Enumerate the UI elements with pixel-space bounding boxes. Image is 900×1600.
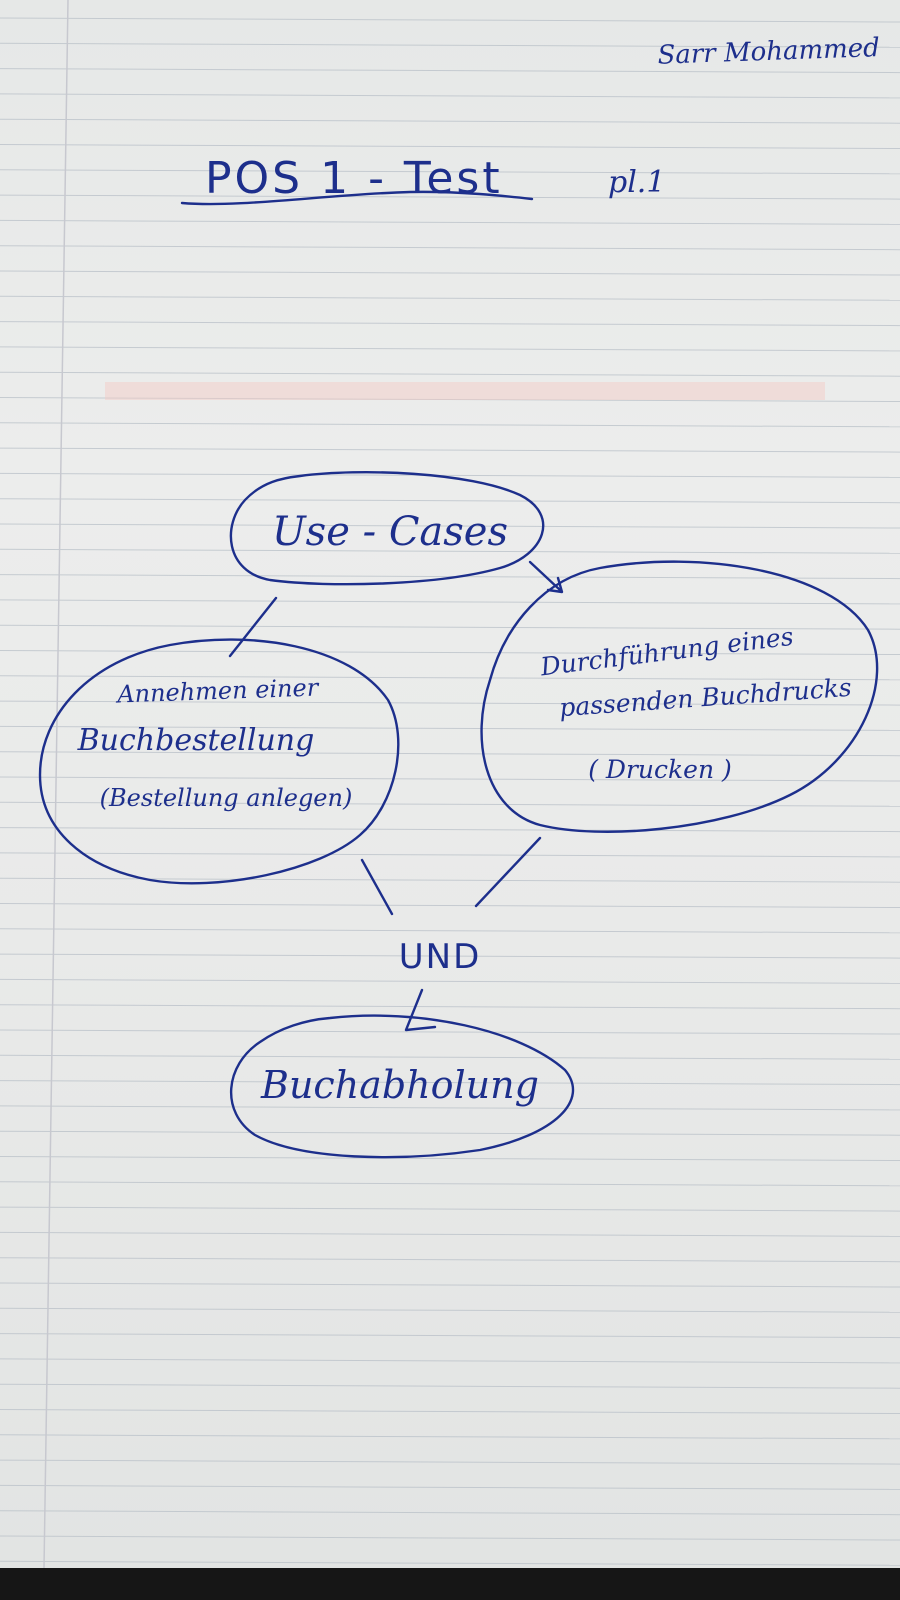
ruled-line: [0, 321, 900, 327]
ruled-line: [0, 397, 900, 402]
right-case-line-3: ( Drucken ): [588, 755, 732, 784]
ruled-line: [0, 1333, 900, 1339]
ruled-line: [0, 42, 900, 48]
ruled-line: [0, 1105, 900, 1111]
ruled-line: [0, 1231, 900, 1237]
ruled-lines: [0, 17, 900, 1566]
ruled-line: [0, 827, 900, 833]
ruled-line: [0, 599, 900, 605]
ruled-line: [0, 1459, 900, 1465]
ruled-line: [0, 498, 900, 504]
ruled-line: [0, 1560, 900, 1566]
ruled-line: [0, 1206, 900, 1212]
ruled-line: [0, 1257, 900, 1263]
ruled-line: [0, 928, 900, 934]
und-connector: UND: [399, 937, 482, 977]
ruled-line: [0, 447, 900, 453]
ruled-line: [0, 852, 900, 858]
link-und-result: [404, 988, 437, 1032]
ruled-line: [0, 624, 900, 630]
ruled-line: [0, 194, 900, 200]
left-case-line-3: (Bestellung anlegen): [100, 784, 353, 812]
ruled-line: [0, 801, 900, 807]
ruled-line: [0, 1029, 900, 1035]
ruled-line: [0, 1307, 900, 1313]
ruled-line: [0, 346, 900, 352]
ruled-line: [0, 725, 900, 731]
ruled-line: [0, 776, 900, 782]
bottom-shadow: [0, 1568, 900, 1600]
ruled-line: [0, 1510, 900, 1516]
right-case-bubble: [480, 560, 879, 833]
ruled-line: [0, 953, 900, 959]
result-bubble: [230, 1014, 575, 1159]
author-signature: Sarr Mohammed: [657, 33, 880, 71]
ruled-line: [0, 1156, 900, 1161]
ruled-line: [0, 1282, 900, 1288]
left-case-line-1: Annehmen einer: [115, 673, 320, 708]
ruled-line: [0, 270, 900, 276]
ruled-line: [0, 650, 900, 655]
ruled-line: [0, 219, 900, 225]
highlight-band: [105, 382, 825, 400]
ruled-line: [0, 1434, 900, 1440]
ruled-line: [0, 118, 900, 124]
ruled-line: [0, 295, 900, 301]
ruled-line: [0, 422, 900, 428]
ruled-line: [0, 574, 900, 580]
ruled-line: [0, 903, 900, 908]
result-label: Buchabholung: [260, 1063, 539, 1107]
link-root-left: [228, 596, 278, 658]
use-cases-label: Use - Cases: [272, 509, 508, 555]
use-cases-bubble: [229, 471, 545, 586]
ruled-line: [0, 877, 900, 883]
ruled-line: [0, 169, 900, 175]
ruled-line: [0, 1535, 900, 1541]
ruled-line: [0, 371, 900, 377]
margin-line: [43, 0, 69, 1568]
ruled-line: [0, 523, 900, 529]
ruled-line: [0, 1383, 900, 1389]
ruled-line: [0, 1409, 900, 1414]
ruled-line: [0, 17, 900, 23]
ruled-line: [0, 1484, 900, 1490]
title-underline: [180, 190, 534, 206]
ruled-line: [0, 245, 900, 251]
link-left-und: [360, 858, 394, 916]
ruled-line: [0, 1004, 900, 1010]
ruled-line: [0, 1080, 900, 1086]
ruled-line: [0, 68, 900, 74]
ruled-line: [0, 1130, 900, 1136]
right-case-line-1: Durchführung eines: [538, 622, 795, 682]
right-case-line-2: passenden Buchdrucks: [558, 673, 852, 722]
ruled-line: [0, 700, 900, 706]
ruled-line: [0, 472, 900, 478]
link-right-und: [474, 836, 542, 908]
page-title: POS 1 - Test: [205, 153, 503, 204]
ruled-line: [0, 144, 900, 149]
ruled-line: [0, 548, 900, 554]
ruled-line: [0, 675, 900, 681]
ruled-line: [0, 1181, 900, 1187]
ruled-line: [0, 93, 900, 99]
left-case-bubble: [38, 638, 400, 885]
ruled-line: [0, 751, 900, 757]
ruled-line: [0, 1358, 900, 1364]
ruled-line: [0, 1054, 900, 1060]
ruled-line: [0, 978, 900, 984]
left-case-line-2: Buchbestellung: [77, 723, 315, 758]
page-label: pl.1: [608, 165, 665, 200]
